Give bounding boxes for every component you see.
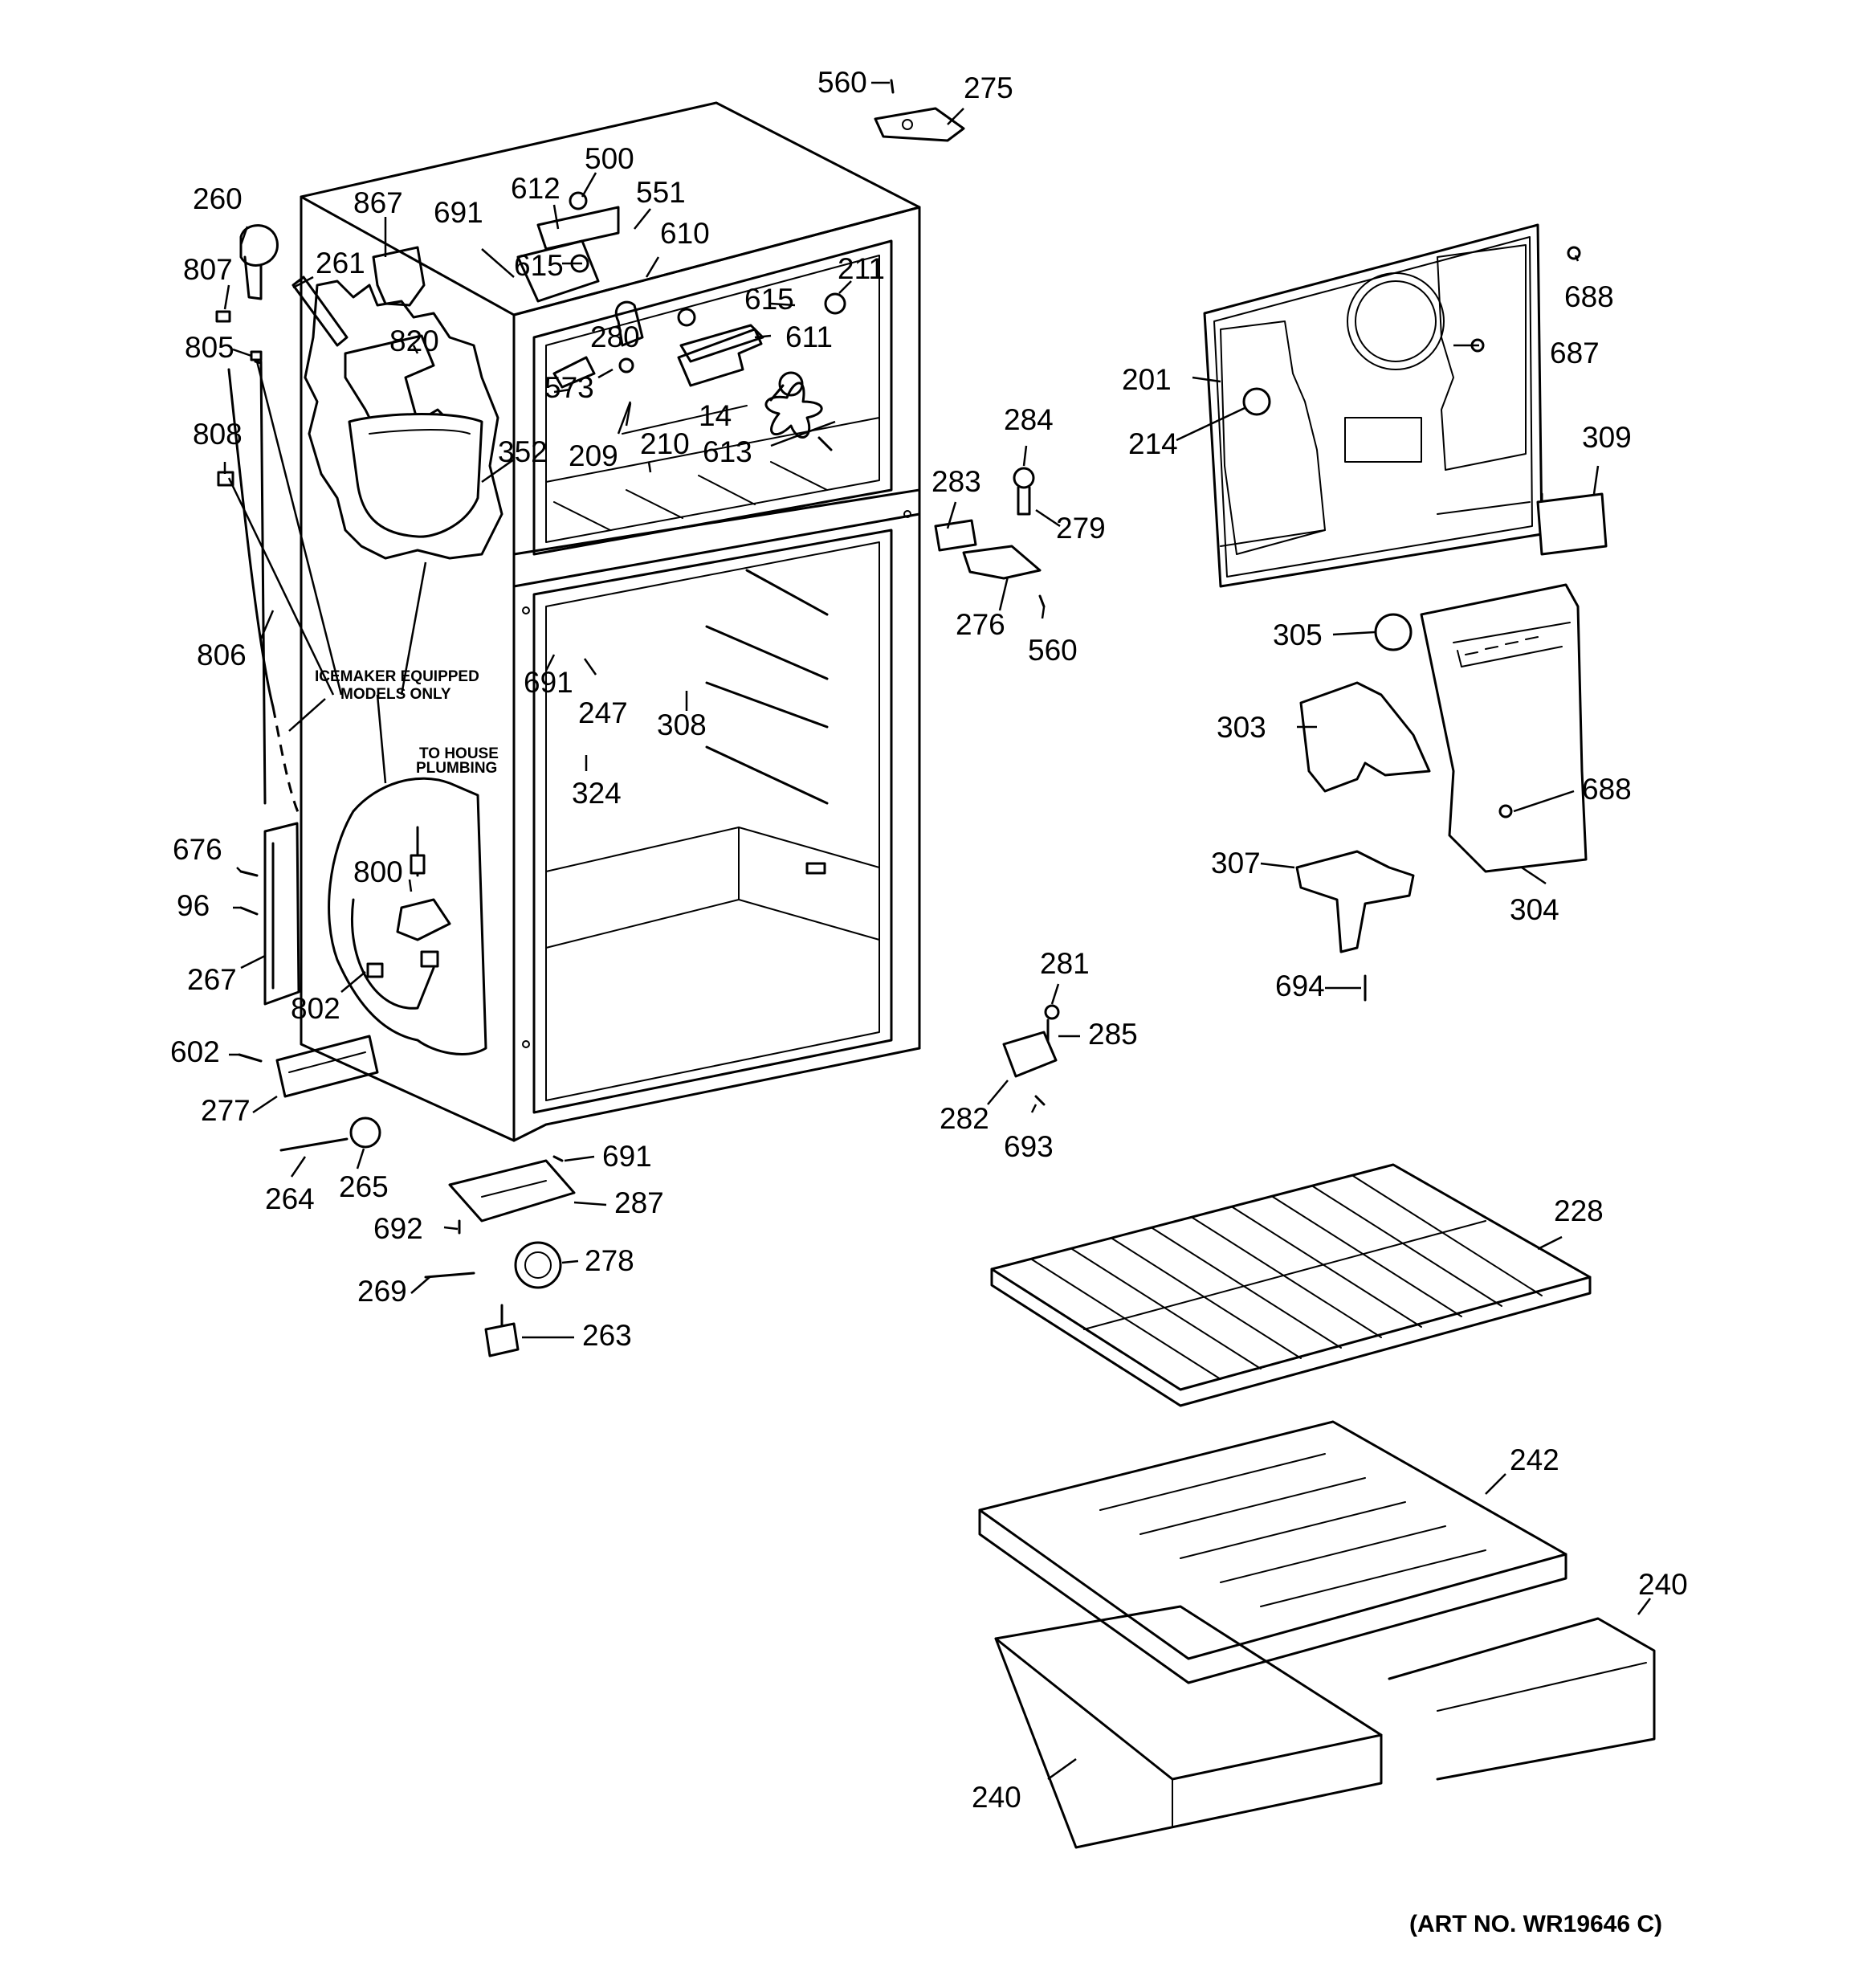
part-label-602: 602 [170,1035,220,1068]
icemaker-wires [227,368,303,820]
part-label-805: 805 [185,331,234,364]
part-label-867: 867 [353,186,403,219]
part-label-613: 613 [703,435,752,468]
part-label-242: 242 [1510,1443,1559,1476]
part-label-303: 303 [1217,711,1266,744]
part-label-800: 800 [353,855,403,888]
art-number: (ART NO. WR19646 C) [1409,1911,1662,1937]
part-label-240-left: 240 [972,1781,1021,1814]
part-label-309: 309 [1582,421,1632,454]
part-label-307: 307 [1211,847,1261,880]
part-label-260: 260 [193,182,243,215]
icemaker-arrows [227,361,427,784]
part-label-279: 279 [1056,512,1106,545]
part-label-287: 287 [614,1186,664,1219]
part-label-282: 282 [940,1102,989,1135]
part-label-691-mid: 691 [524,666,573,699]
damper-parts [1295,613,1431,1002]
air-duct [1420,583,1588,873]
part-label-277: 277 [201,1094,251,1127]
part-label-676: 676 [173,833,222,866]
part-label-211: 211 [838,252,885,285]
part-label-14: 14 [699,399,732,432]
left-side-parts [215,310,381,1152]
part-label-308: 308 [657,708,707,741]
part-label-267: 267 [187,963,237,996]
plumbing-note-line2: PLUMBING [416,760,497,777]
plumbing-note-line1: TO HOUSE [419,745,499,762]
part-label-612: 612 [511,172,561,205]
icemaker-assembly [239,224,483,538]
part-label-269: 269 [357,1275,407,1308]
part-label-285: 285 [1088,1018,1138,1051]
part-label-278: 278 [585,1244,634,1277]
part-label-265: 265 [339,1170,389,1203]
part-labels: 560 275 500 612 551 260 867 691 610 807 … [170,66,1688,1814]
part-label-214: 214 [1128,427,1178,460]
bottom-hardware [424,1155,576,1357]
part-label-808: 808 [193,418,243,451]
part-label-820: 820 [389,325,439,357]
part-label-304: 304 [1510,893,1559,926]
part-label-807: 807 [183,253,233,286]
part-label-324: 324 [572,777,622,810]
part-label-692: 692 [373,1212,423,1245]
label-card [1536,492,1608,556]
icemaker-note-line2: MODELS ONLY [340,686,451,703]
part-label-280: 280 [590,320,640,353]
wire-shelf [990,1163,1592,1407]
part-label-691-bottom: 691 [602,1140,652,1173]
plumbing-cutaway [328,777,487,1055]
part-label-688-mid: 688 [1582,773,1632,806]
part-label-806: 806 [197,639,247,672]
refrigerator-cabinet [300,101,921,1142]
part-label-611: 611 [785,320,833,353]
part-label-615-b: 615 [744,283,794,316]
part-label-610: 610 [660,217,710,250]
part-label-305: 305 [1273,618,1323,651]
part-label-247: 247 [578,696,628,729]
leader-lines [223,81,1651,1781]
part-label-694: 694 [1275,970,1325,1002]
part-label-228: 228 [1554,1194,1604,1227]
part-label-615-a: 615 [514,249,564,282]
part-label-240-right: 240 [1638,1568,1688,1601]
part-label-209: 209 [569,439,618,472]
hinge-parts [874,79,1060,1106]
part-label-201: 201 [1122,363,1172,396]
part-label-573: 573 [544,371,594,404]
part-label-281: 281 [1040,947,1090,980]
fan-assembly [516,191,846,451]
part-label-687: 687 [1550,337,1600,369]
notes: ICEMAKER EQUIPPED MODELS ONLY TO HOUSE P… [315,668,1662,1937]
icemaker-note-line1: ICEMAKER EQUIPPED [315,668,479,685]
part-label-802: 802 [291,992,340,1025]
part-label-284: 284 [1004,403,1054,436]
part-label-352: 352 [498,435,548,468]
part-label-500: 500 [585,142,634,175]
part-label-560-top: 560 [817,66,867,99]
part-label-96: 96 [177,889,210,922]
crisper-cover [978,1420,1567,1684]
freezer-back-panel [1203,223,1581,588]
crisper-drawers [994,1605,1656,1849]
part-label-261: 261 [316,247,365,280]
part-label-263: 263 [582,1319,632,1352]
part-label-264: 264 [265,1182,315,1215]
part-label-210: 210 [640,427,690,460]
part-label-275: 275 [964,71,1013,104]
part-label-688-top: 688 [1564,280,1614,313]
part-label-693: 693 [1004,1130,1054,1163]
part-label-551: 551 [636,176,686,209]
part-label-283: 283 [932,465,981,498]
part-label-691-top: 691 [434,196,483,229]
part-label-560-mid: 560 [1028,634,1078,667]
part-label-276: 276 [956,608,1005,641]
